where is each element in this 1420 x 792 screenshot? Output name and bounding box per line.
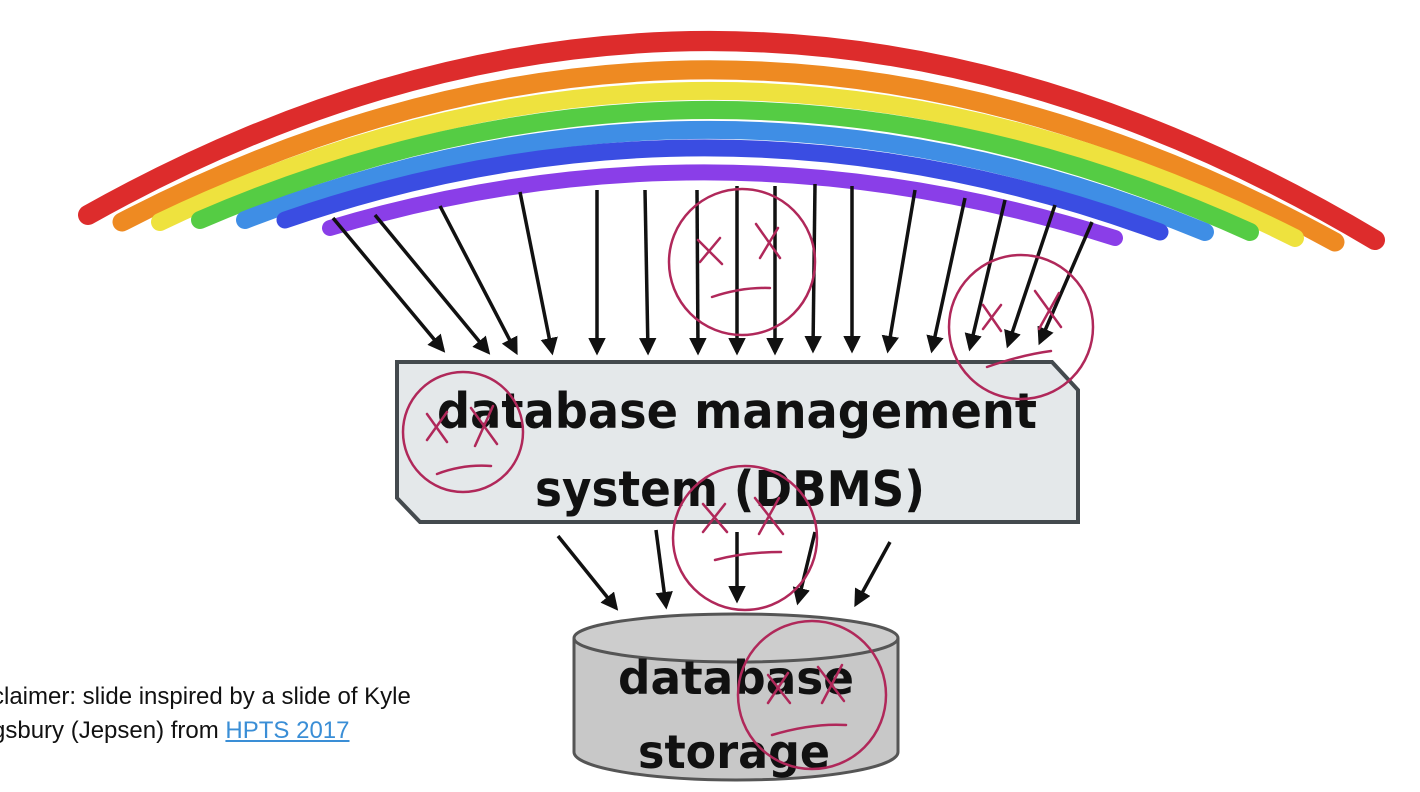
cylinder-top (572, 612, 900, 664)
dbms-box: database management system (DBMS) (395, 360, 1080, 524)
arrow-icon (654, 529, 673, 610)
disclaimer-line-2-prefix: gsbury (Jepsen) from (0, 717, 226, 744)
arrow-icon (518, 191, 558, 356)
sad-face-icon (736, 619, 888, 771)
arrow-icon (1004, 204, 1057, 349)
storage-label-line2: storage (638, 725, 830, 779)
rainbow-band-green (191, 101, 1259, 241)
arrow-icon (373, 213, 491, 355)
sad-face-icon (667, 187, 817, 337)
disclaimer-line-1: claimer: slide inspired by a slide of Ky… (0, 683, 411, 710)
rainbow-band-orange (112, 60, 1345, 252)
arrow-icon (331, 216, 446, 353)
arrow-icon (792, 531, 817, 606)
rainbow-band-blue (276, 139, 1169, 241)
sad-face-icon (671, 464, 819, 612)
arrow-icon (438, 205, 518, 356)
arrow-icon (1037, 221, 1094, 346)
sad-faces (401, 187, 1095, 771)
client-arrows (331, 183, 1094, 356)
rainbow-band-lightblue (236, 121, 1214, 241)
arrow-icon (556, 534, 619, 611)
rainbow-icon (78, 31, 1385, 252)
arrow-icon (964, 199, 1007, 352)
rainbow-band-purple (322, 164, 1123, 246)
storage-label-line1: database (618, 651, 854, 705)
hpts-2017-link[interactable]: HPTS 2017 (225, 717, 350, 744)
arrow-icon (854, 541, 892, 608)
arrow-icon (881, 189, 917, 354)
sad-face-icon (401, 370, 525, 494)
dbms-label-line1: database management (437, 383, 1037, 440)
arrow-icon (638, 189, 657, 356)
rainbow-band-yellow (151, 81, 1304, 247)
arrow-icon (926, 197, 967, 354)
storage-arrows (556, 529, 892, 611)
dbms-box-shape (395, 360, 1080, 524)
disclaimer-text: claimer: slide inspired by a slide of Ky… (0, 680, 512, 748)
disclaimer-line-2: gsbury (Jepsen) from HPTS 2017 (0, 714, 512, 748)
dbms-label-line2: system (DBMS) (535, 461, 925, 518)
arrow-icon (689, 189, 707, 356)
sad-face-icon (947, 253, 1095, 401)
cylinder-body (572, 638, 900, 782)
storage-cylinder: database storage (572, 612, 900, 782)
rainbow-band-red (78, 31, 1385, 250)
